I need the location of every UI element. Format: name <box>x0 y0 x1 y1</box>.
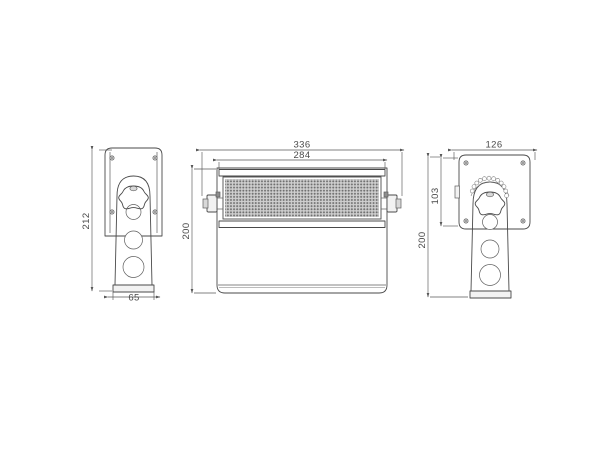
dimension-label-212: 212 <box>81 212 92 229</box>
dimension-label-336: 336 <box>293 140 310 151</box>
pivot-knob-left <box>202 191 223 213</box>
tilt-lock-knob-left <box>118 185 149 210</box>
dimension-103: 103 <box>430 153 458 227</box>
dimension-label-284: 284 <box>293 150 310 161</box>
left-view-yoke-bracket <box>114 175 153 286</box>
led-dot-grid <box>225 179 379 217</box>
dimension-200-front: 200 <box>181 164 216 294</box>
dimension-label-200-front: 200 <box>181 222 192 239</box>
front-view: 336 284 200 <box>181 140 405 294</box>
dimension-284: 284 <box>212 150 388 169</box>
dimension-200-right: 200 <box>417 152 468 298</box>
front-view-top-trim <box>218 169 386 177</box>
left-view-housing <box>104 147 163 237</box>
led-matrix-panel <box>222 176 382 220</box>
left-view-base-plate <box>112 284 155 293</box>
dimension-126: 126 <box>447 140 538 160</box>
pivot-knob-right <box>381 191 402 213</box>
front-view-lower-trim <box>218 220 386 228</box>
right-side-view: 126 103 200 <box>417 140 538 299</box>
dimension-65: 65 <box>103 292 161 304</box>
yoke-hole-right-1 <box>482 214 498 230</box>
yoke-hole-3 <box>122 256 145 278</box>
right-view-housing <box>454 154 531 230</box>
yoke-hole-right-3 <box>479 264 501 286</box>
yoke-hole-2 <box>124 230 143 250</box>
right-view-base-plate <box>469 290 512 299</box>
dimension-336: 336 <box>195 140 405 196</box>
front-view-housing <box>216 167 388 294</box>
left-side-view: 212 65 <box>81 145 163 304</box>
dimension-label-103: 103 <box>430 187 441 204</box>
right-view-yoke-bracket <box>470 181 510 292</box>
dimension-label-200-right: 200 <box>417 231 428 248</box>
yoke-hole-1 <box>125 204 142 220</box>
dimension-label-65: 65 <box>128 293 139 304</box>
yoke-hole-right-2 <box>480 239 500 259</box>
dimension-label-126: 126 <box>485 140 502 151</box>
tilt-lock-knob-right <box>474 191 506 216</box>
tilt-detent-gear-arc <box>469 175 510 198</box>
dimension-212: 212 <box>81 145 112 292</box>
